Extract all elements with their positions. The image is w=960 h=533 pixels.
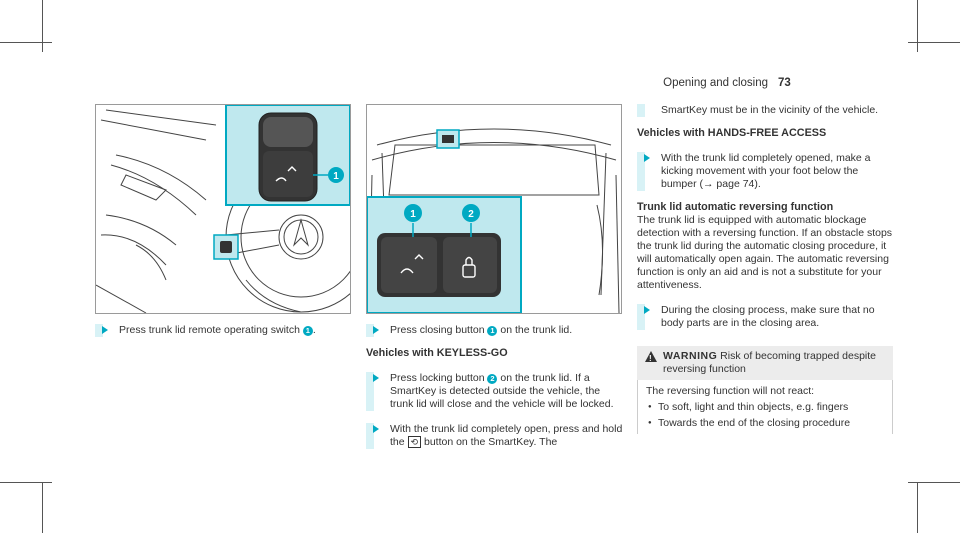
callout-number: 2 bbox=[487, 374, 498, 384]
paragraph: The trunk lid is equipped with automatic… bbox=[637, 214, 893, 291]
figure-remote-switch: 1 bbox=[95, 104, 351, 314]
trunk-key-icon: ⟲ bbox=[407, 436, 422, 448]
instruction-step: With the trunk lid completely open, pres… bbox=[366, 423, 624, 449]
crop-mark bbox=[908, 482, 960, 483]
instruction-step: Press trunk lid remote operating switch … bbox=[95, 324, 353, 337]
crop-mark bbox=[908, 42, 960, 43]
instruction-step: During the closing process, make sure th… bbox=[637, 304, 893, 330]
step-arrow-icon bbox=[373, 326, 379, 334]
warning-header: WARNING Risk of becoming trapped despite… bbox=[637, 346, 893, 380]
instruction-step: With the trunk lid completely opened, ma… bbox=[637, 152, 893, 191]
figure-trunk-buttons: 1 2 bbox=[366, 104, 622, 314]
section-heading: Vehicles with KEYLESS-GO bbox=[366, 347, 508, 359]
step-arrow-icon bbox=[644, 154, 650, 162]
crop-mark bbox=[42, 482, 43, 533]
crop-mark bbox=[42, 0, 43, 52]
crop-mark bbox=[0, 42, 52, 43]
crop-mark bbox=[0, 482, 52, 483]
instruction-step: Press closing button 1 on the trunk lid. bbox=[366, 324, 624, 337]
section-heading: Trunk lid automatic reversing function bbox=[637, 201, 834, 213]
instruction-step-continued: SmartKey must be in the vicinity of the … bbox=[637, 104, 893, 117]
right-column: SmartKey must be in the vicinity of the … bbox=[637, 104, 893, 434]
step-arrow-icon bbox=[102, 326, 108, 334]
page-number: 73 bbox=[778, 77, 791, 89]
list-item: To soft, light and thin objects, e.g. fi… bbox=[646, 401, 884, 414]
middle-column: Press closing button 1 on the trunk lid.… bbox=[366, 324, 624, 449]
crop-mark bbox=[917, 482, 918, 533]
callout-number: 1 bbox=[487, 326, 498, 336]
figure1-callout-1: 1 bbox=[333, 171, 339, 182]
instruction-step: Press locking button 2 on the trunk lid.… bbox=[366, 372, 624, 411]
callout-number: 1 bbox=[302, 326, 313, 336]
figure2-callout-2: 2 bbox=[468, 209, 474, 220]
step-arrow-icon bbox=[644, 306, 650, 314]
list-item: Towards the end of the closing procedure bbox=[646, 417, 884, 430]
section-title: Opening and closing bbox=[663, 77, 768, 89]
warning-box: WARNING Risk of becoming trapped despite… bbox=[637, 346, 893, 434]
warning-body: The reversing function will not react: T… bbox=[637, 380, 893, 434]
step-arrow-icon bbox=[373, 425, 379, 433]
section-heading: Vehicles with HANDS-FREE ACCESS bbox=[637, 127, 827, 139]
figure2-callout-1: 1 bbox=[410, 209, 416, 220]
crop-mark bbox=[917, 0, 918, 52]
warning-triangle-icon bbox=[645, 351, 657, 365]
left-column: Press trunk lid remote operating switch … bbox=[95, 324, 353, 337]
step-arrow-icon bbox=[373, 374, 379, 382]
